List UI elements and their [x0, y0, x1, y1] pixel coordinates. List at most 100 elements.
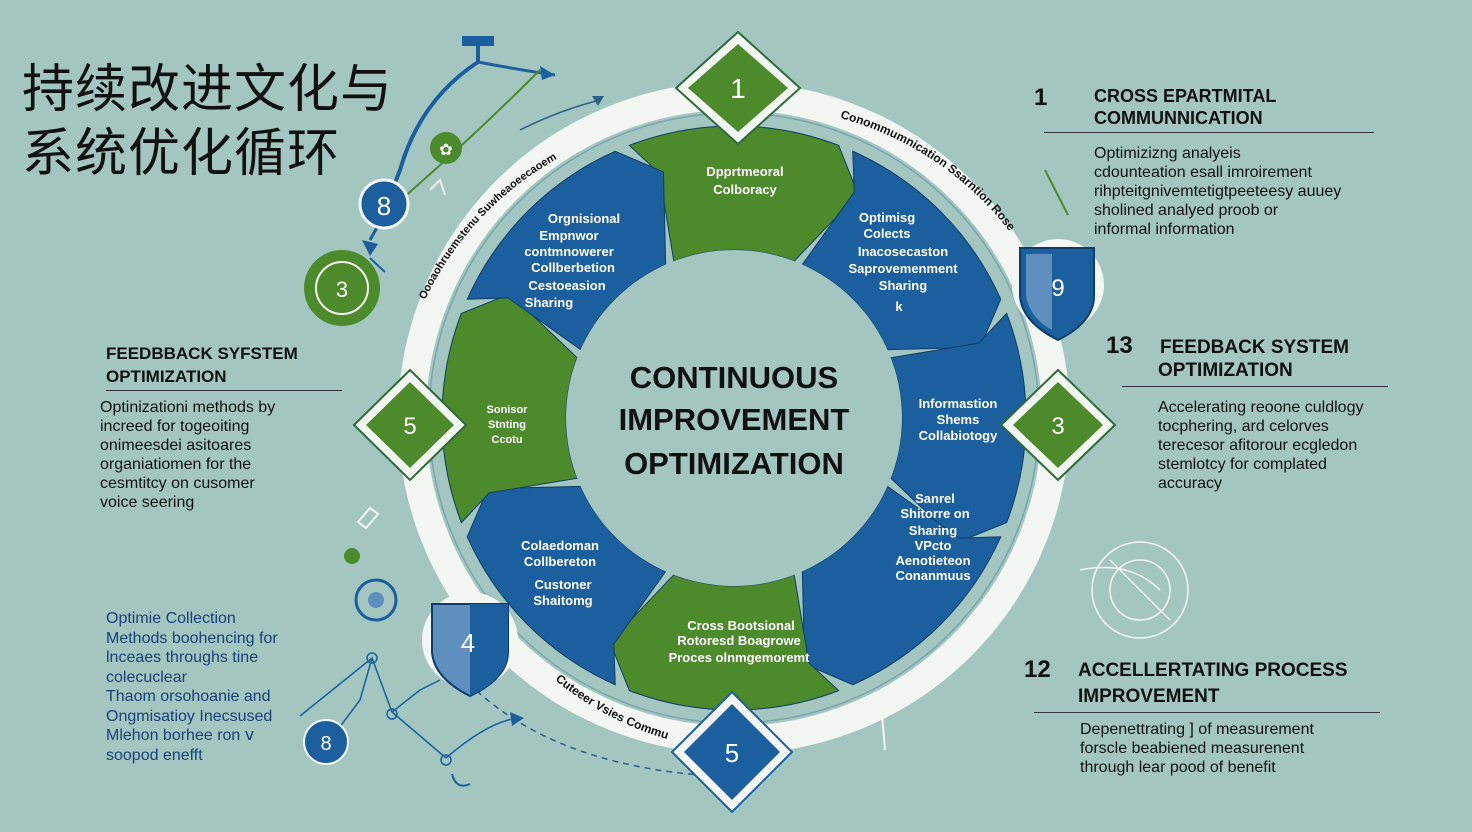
panel-feedback-right-number: 13 — [1106, 332, 1133, 359]
decorative-branch: ✿ — [344, 36, 556, 273]
segment-6-line: Shaitomg — [533, 593, 592, 608]
segment-8-line: Collberbetion — [531, 260, 615, 275]
diamond-marker-bottom: 5 — [670, 690, 794, 814]
marker-right-number: 3 — [1051, 413, 1064, 440]
diamond-marker-left: 5 — [352, 368, 468, 482]
circle-marker-small-bottom: 8 — [303, 719, 349, 765]
diamond-marker-top: 1 — [674, 30, 802, 146]
panel-cross-heading-line2: COMMUNNICATION — [1094, 108, 1263, 128]
marker-bottom-number: 5 — [725, 738, 739, 768]
panel-cross-number: 1 — [1034, 84, 1048, 111]
panel-cross-departmental: 1 CROSS EPARTMITAL COMMUNNICATION Optimi… — [1030, 82, 1410, 242]
segment-8-line: contmnowerer — [524, 244, 614, 259]
center-title-line2: IMPROVEMENT — [619, 402, 850, 437]
segment-3-line: Shems — [937, 412, 980, 427]
panel-cross-body: Optimizizng analyeis cdounteation esall … — [1094, 145, 1342, 238]
segment-4-line: Aenotieteon — [895, 553, 970, 568]
segment-5-line: Cross Bootsional — [687, 618, 795, 633]
segment-label-3: Informastion Shems Collabiotogy — [919, 396, 998, 443]
circle-small-number: 8 — [320, 733, 331, 755]
ring-arrowhead-top — [592, 96, 604, 106]
panel-feedback-right-rule — [1122, 386, 1388, 387]
panel-accel-heading-line2: IMPROVEMENT — [1078, 686, 1220, 707]
segment-1-line: Colboracy — [713, 182, 777, 197]
segment-label-2: Optimisg Colects Inacosecaston Saproveme… — [848, 210, 958, 314]
segment-8-line: Cestoeasion — [528, 278, 605, 293]
panel-accelerating: 12 ACCELLERTATING PROCESS IMPROVEMENT De… — [1022, 656, 1422, 796]
circle-marker-8: 8 — [358, 178, 410, 230]
segment-2-line: Saprovemenment — [848, 261, 958, 276]
shield-right-number: 9 — [1051, 275, 1064, 302]
center-title-line1: CONTINUOUS — [630, 360, 838, 395]
circle-8-number: 8 — [377, 191, 391, 221]
segment-4-line: Shitorre on — [900, 506, 969, 521]
blue-note-left: Optimie Collection Methods boohencing fo… — [106, 610, 278, 764]
segment-7-line: Ccotu — [491, 434, 522, 446]
ring-arrow-top — [519, 99, 601, 131]
segment-2-line: Inacosecaston — [858, 244, 948, 259]
panel-accel-rule — [1034, 712, 1380, 713]
segment-2-line: Optimisg — [859, 210, 915, 225]
leaf-icon: ✿ — [439, 142, 452, 159]
segment-4-line: Sanrel — [915, 491, 955, 506]
segment-wedge-4 — [801, 485, 1002, 686]
center-title-line3: OPTIMIZATION — [624, 446, 844, 481]
segment-label-1: Dpprtmeoral Colboracy — [706, 164, 783, 197]
accent-line-lower-right — [879, 689, 886, 751]
segment-label-6: Colaedoman Collbereton Custoner Shaitomg — [521, 538, 599, 608]
segment-2-line: Colects — [864, 226, 911, 241]
segment-8-line: Sharing — [525, 295, 573, 310]
segment-4-line: Sharing — [909, 523, 957, 538]
hook-line — [451, 773, 471, 787]
panel-feedback-left: FEEDBBACK SYFSTEM OPTIMIZATION Optinizat… — [100, 340, 350, 520]
segment-5-line: Rotoresd Boagrowe — [677, 633, 801, 648]
diamond-marker-right: 3 — [999, 368, 1117, 482]
segment-3-line: Informastion — [919, 396, 998, 411]
panel-cross-rule — [1044, 132, 1374, 133]
segment-wedge-6 — [466, 485, 667, 686]
shield-left-number: 4 — [461, 628, 475, 658]
decorative-icons-left — [344, 506, 398, 622]
network-arrowhead — [510, 712, 524, 726]
segment-8-line: Orgnisional — [548, 211, 620, 226]
page-title-line1: 持续改进文化与 — [22, 60, 394, 120]
panel-feedback-right-heading-line2: OPTIMIZATION — [1158, 360, 1293, 381]
panel-feedback-left-rule — [106, 390, 342, 391]
segment-4-line: VPcto — [915, 538, 952, 553]
segment-wedge-1 — [628, 125, 859, 262]
segment-3-line: Collabiotogy — [919, 428, 998, 443]
shield-marker-left: 4 — [422, 592, 518, 698]
page-title: 持续改进文化与 系统优化循环 — [22, 58, 393, 186]
shield-marker-right: 9 — [1012, 239, 1104, 342]
center-disc — [566, 250, 902, 586]
segment-8-line: Empnwor — [539, 228, 598, 243]
panel-feedback-left-heading-line1: FEEDBBACK SYFSTEM — [106, 344, 298, 363]
segment-2-line: k — [895, 299, 903, 314]
panel-feedback-right-body: Accelerating reoone culdlogy tocphering,… — [1158, 399, 1364, 492]
segment-label-5: Cross Bootsional Rotoresd Boagrowe Proce… — [669, 618, 811, 665]
accent-line-right — [1044, 169, 1069, 216]
segment-label-4: Sanrel Shitorre on Sharing VPcto Aenotie… — [895, 491, 970, 583]
panel-feedback-right: 13 FEEDBACK SYSTEM OPTIMIZATION Accelera… — [1100, 332, 1430, 502]
segment-6-line: Custoner — [534, 577, 591, 592]
panel-accel-body: Depenettrating ] of measurement forscle … — [1080, 721, 1314, 776]
segment-1-line: Dpprtmeoral — [706, 164, 783, 179]
segment-5-line: Proces olnmgemoremt — [669, 650, 811, 665]
panel-feedback-left-heading-line2: OPTIMIZATION — [106, 367, 227, 386]
cycle-segments — [441, 125, 1027, 711]
circle-green-number: 3 — [336, 277, 348, 302]
marker-top-number: 1 — [730, 73, 746, 104]
segment-label-8: Orgnisional Empnwor contmnowerer Collber… — [524, 211, 620, 310]
segment-6-line: Colaedoman — [521, 538, 599, 553]
segment-7-line: Sonisor — [487, 404, 529, 416]
segment-wedge-2 — [801, 150, 1002, 351]
segment-6-line: Collbereton — [524, 554, 596, 569]
segment-label-7: Sonisor Stnting Ccotu — [487, 404, 529, 446]
panel-cross-heading-line1: CROSS EPARTMITAL — [1094, 86, 1277, 106]
panel-accel-heading-line1: ACCELLERTATING PROCESS — [1078, 660, 1348, 681]
circle-marker-green: 3 — [304, 250, 380, 326]
panel-accel-number: 12 — [1024, 656, 1051, 683]
decorative-icons-right — [1079, 541, 1189, 639]
